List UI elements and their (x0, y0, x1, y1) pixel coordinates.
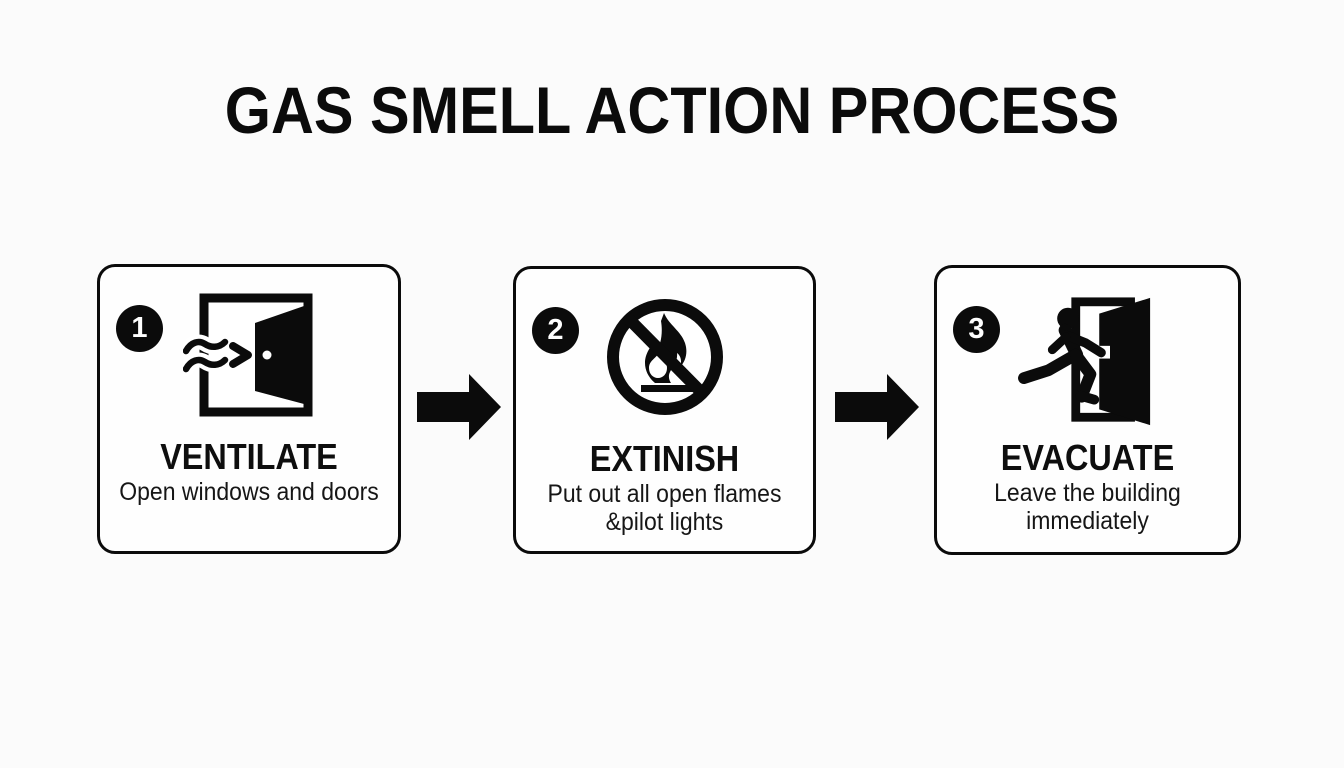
page-title: GAS SMELL ACTION PROCESS (224, 73, 1120, 147)
step-title: VENTILATE (160, 436, 338, 477)
arrow-right-icon (835, 374, 919, 440)
no-open-flames-icon (606, 299, 723, 415)
running-exit-door-icon (1018, 297, 1151, 426)
step-number-badge: 3 (953, 306, 1000, 353)
step-number-badge: 1 (116, 305, 163, 352)
step-title: EXTINISH (589, 438, 740, 479)
step-card-extinguish: 2 EXTINISH Put out all open flames &pilo… (513, 266, 816, 554)
arrow-right-icon (417, 374, 501, 440)
open-door-wind-icon (183, 293, 313, 417)
step-title: EVACUATE (1000, 437, 1175, 478)
step-card-evacuate: 3 EVACUATE (934, 265, 1241, 555)
step-description: Put out all open flames &pilot lights (547, 480, 782, 536)
step-description: Open windows and doors (119, 478, 379, 506)
step-number-badge: 2 (532, 307, 579, 354)
step-card-ventilate: 1 VENTILATE Open windows and doors (97, 264, 401, 554)
step-description: Leave the building immediately (994, 479, 1181, 535)
